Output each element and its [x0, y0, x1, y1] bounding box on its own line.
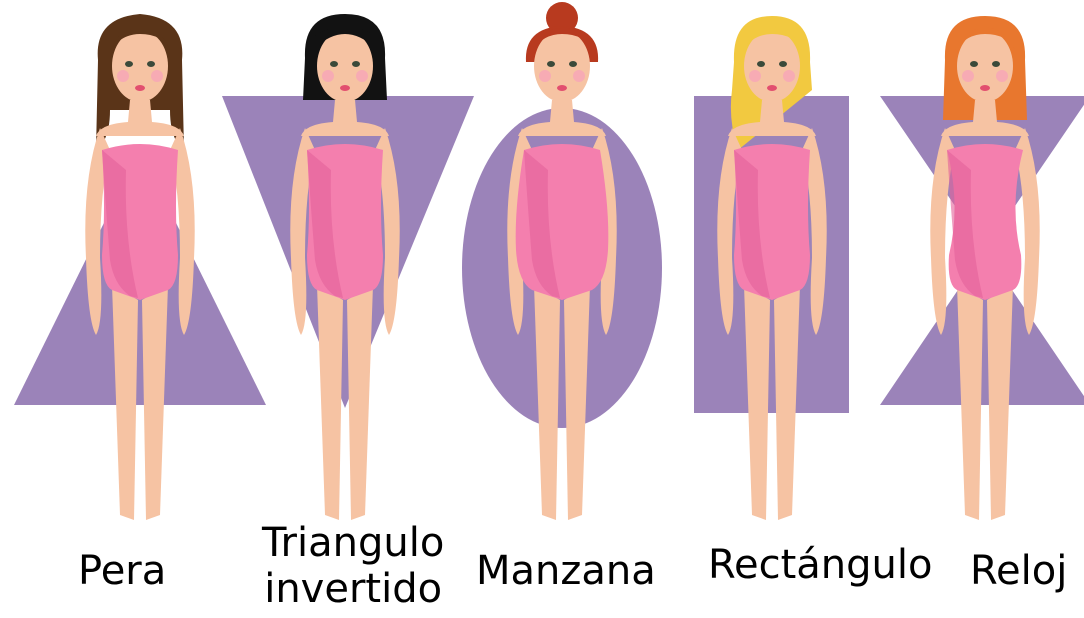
face	[957, 30, 1013, 102]
left-eye	[757, 61, 765, 67]
right-cheek	[783, 70, 795, 82]
label-manzana: Manzana	[476, 548, 656, 594]
label-triangulo-line-1: Triangulo	[262, 520, 444, 566]
lips	[557, 85, 567, 91]
left-cheek	[539, 70, 551, 82]
right-cheek	[356, 70, 368, 82]
woman-figure-5	[930, 16, 1039, 520]
label-pera: Pera	[78, 548, 166, 594]
left-eye	[330, 61, 338, 67]
right-eye	[992, 61, 1000, 67]
left-leg	[317, 285, 343, 520]
left-cheek	[962, 70, 974, 82]
right-eye	[779, 61, 787, 67]
right-eye	[352, 61, 360, 67]
left-eye	[125, 61, 133, 67]
face	[534, 30, 590, 102]
label-reloj: Reloj	[970, 548, 1067, 594]
left-eye	[547, 61, 555, 67]
left-cheek	[322, 70, 334, 82]
right-cheek	[573, 70, 585, 82]
woman-figure-3	[507, 2, 616, 520]
lips	[980, 85, 990, 91]
left-cheek	[749, 70, 761, 82]
lips	[135, 85, 145, 91]
lips	[340, 85, 350, 91]
label-rectangulo: Rectángulo	[708, 542, 932, 588]
face	[112, 30, 168, 102]
left-eye	[970, 61, 978, 67]
label-triangulo-line-2: invertido	[262, 566, 444, 612]
lips	[767, 85, 777, 91]
right-cheek	[996, 70, 1008, 82]
right-cheek	[151, 70, 163, 82]
left-cheek	[117, 70, 129, 82]
face	[744, 30, 800, 102]
label-triangulo-invertido: Triangulo invertido	[262, 520, 444, 612]
right-leg	[347, 285, 373, 520]
right-eye	[147, 61, 155, 67]
right-eye	[569, 61, 577, 67]
face	[317, 30, 373, 102]
